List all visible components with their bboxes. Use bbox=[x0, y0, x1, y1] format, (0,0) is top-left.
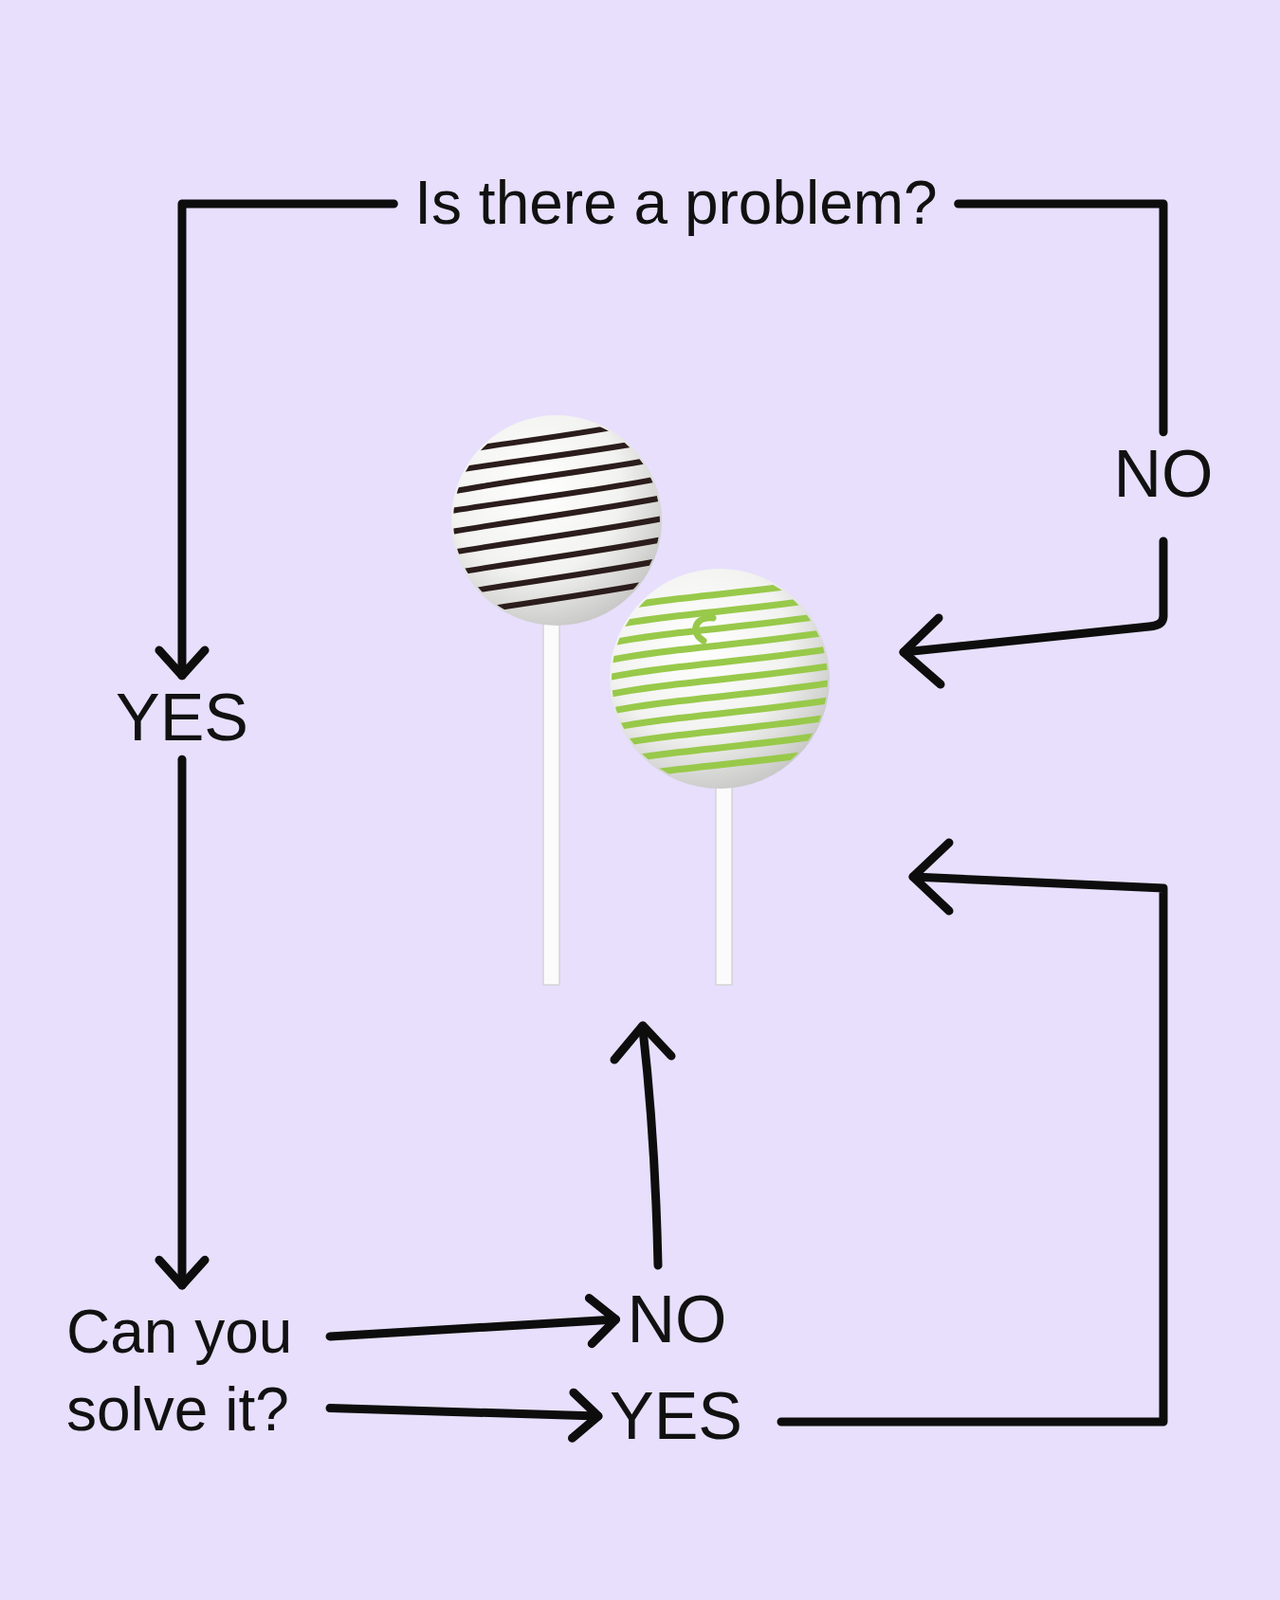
arrow-head bbox=[903, 618, 941, 685]
arrow-head bbox=[588, 1298, 616, 1345]
drizzle-line bbox=[602, 750, 835, 782]
question-text: Can you solve it? bbox=[58, 1285, 330, 1457]
arrow-line bbox=[903, 541, 1164, 653]
drizzle-line bbox=[602, 631, 835, 662]
arrow-head bbox=[614, 1025, 672, 1061]
connector-line bbox=[329, 1319, 617, 1337]
drizzle-line bbox=[602, 733, 835, 765]
flow-connector bbox=[159, 759, 205, 1286]
drizzle-line bbox=[602, 699, 835, 731]
drizzle-line bbox=[602, 597, 835, 628]
answer-label: YES bbox=[598, 1374, 754, 1460]
connector-line bbox=[329, 1408, 599, 1417]
arrow-line bbox=[781, 877, 1164, 1423]
drizzle-curl bbox=[695, 618, 714, 641]
arrow-head bbox=[571, 1392, 598, 1439]
flow-connector bbox=[159, 203, 394, 677]
answer-label: NO bbox=[616, 1278, 739, 1363]
arrow-head bbox=[159, 1260, 205, 1286]
question-text: Is there a problem? bbox=[393, 163, 958, 245]
drizzle-line bbox=[602, 580, 835, 611]
drizzle-line bbox=[445, 496, 669, 533]
flow-text: NO bbox=[1114, 436, 1214, 513]
drizzle-line bbox=[602, 716, 835, 748]
drizzle-line bbox=[445, 457, 669, 494]
flow-connector bbox=[329, 1298, 617, 1345]
answer-label: NO bbox=[1102, 432, 1226, 517]
arrow-head bbox=[913, 842, 950, 912]
green-drizzle bbox=[602, 580, 835, 782]
connector-line bbox=[958, 203, 1164, 433]
answer-label: YES bbox=[104, 676, 260, 761]
flow-text: YES bbox=[609, 1378, 743, 1456]
arrow-head bbox=[159, 650, 205, 677]
flow-text: NO bbox=[627, 1281, 728, 1359]
flow-connector bbox=[329, 1392, 599, 1439]
connector-line bbox=[177, 759, 186, 1286]
flow-text: YES bbox=[115, 679, 249, 757]
flow-text: Is there a problem? bbox=[414, 168, 937, 239]
cake-pop bbox=[451, 415, 662, 626]
drizzle-line bbox=[602, 665, 835, 696]
arrow-line bbox=[642, 1029, 659, 1266]
flow-text: Can you solve it? bbox=[66, 1293, 323, 1449]
drizzle-line bbox=[445, 517, 669, 554]
drizzle-line bbox=[445, 559, 669, 596]
connector-line bbox=[182, 203, 394, 677]
pointer-arrows bbox=[614, 541, 1164, 1423]
pop-stick bbox=[543, 606, 560, 986]
drizzle-line bbox=[602, 614, 835, 645]
drizzle-line bbox=[602, 648, 835, 679]
chocolate-drizzle bbox=[445, 417, 669, 617]
drizzle-line bbox=[602, 682, 835, 714]
drizzle-line bbox=[445, 476, 669, 512]
flow-connector bbox=[958, 203, 1164, 433]
drizzle-line bbox=[445, 438, 669, 473]
drizzle-line bbox=[445, 417, 669, 454]
pop-stick bbox=[715, 777, 732, 986]
drizzle-line bbox=[445, 538, 669, 575]
